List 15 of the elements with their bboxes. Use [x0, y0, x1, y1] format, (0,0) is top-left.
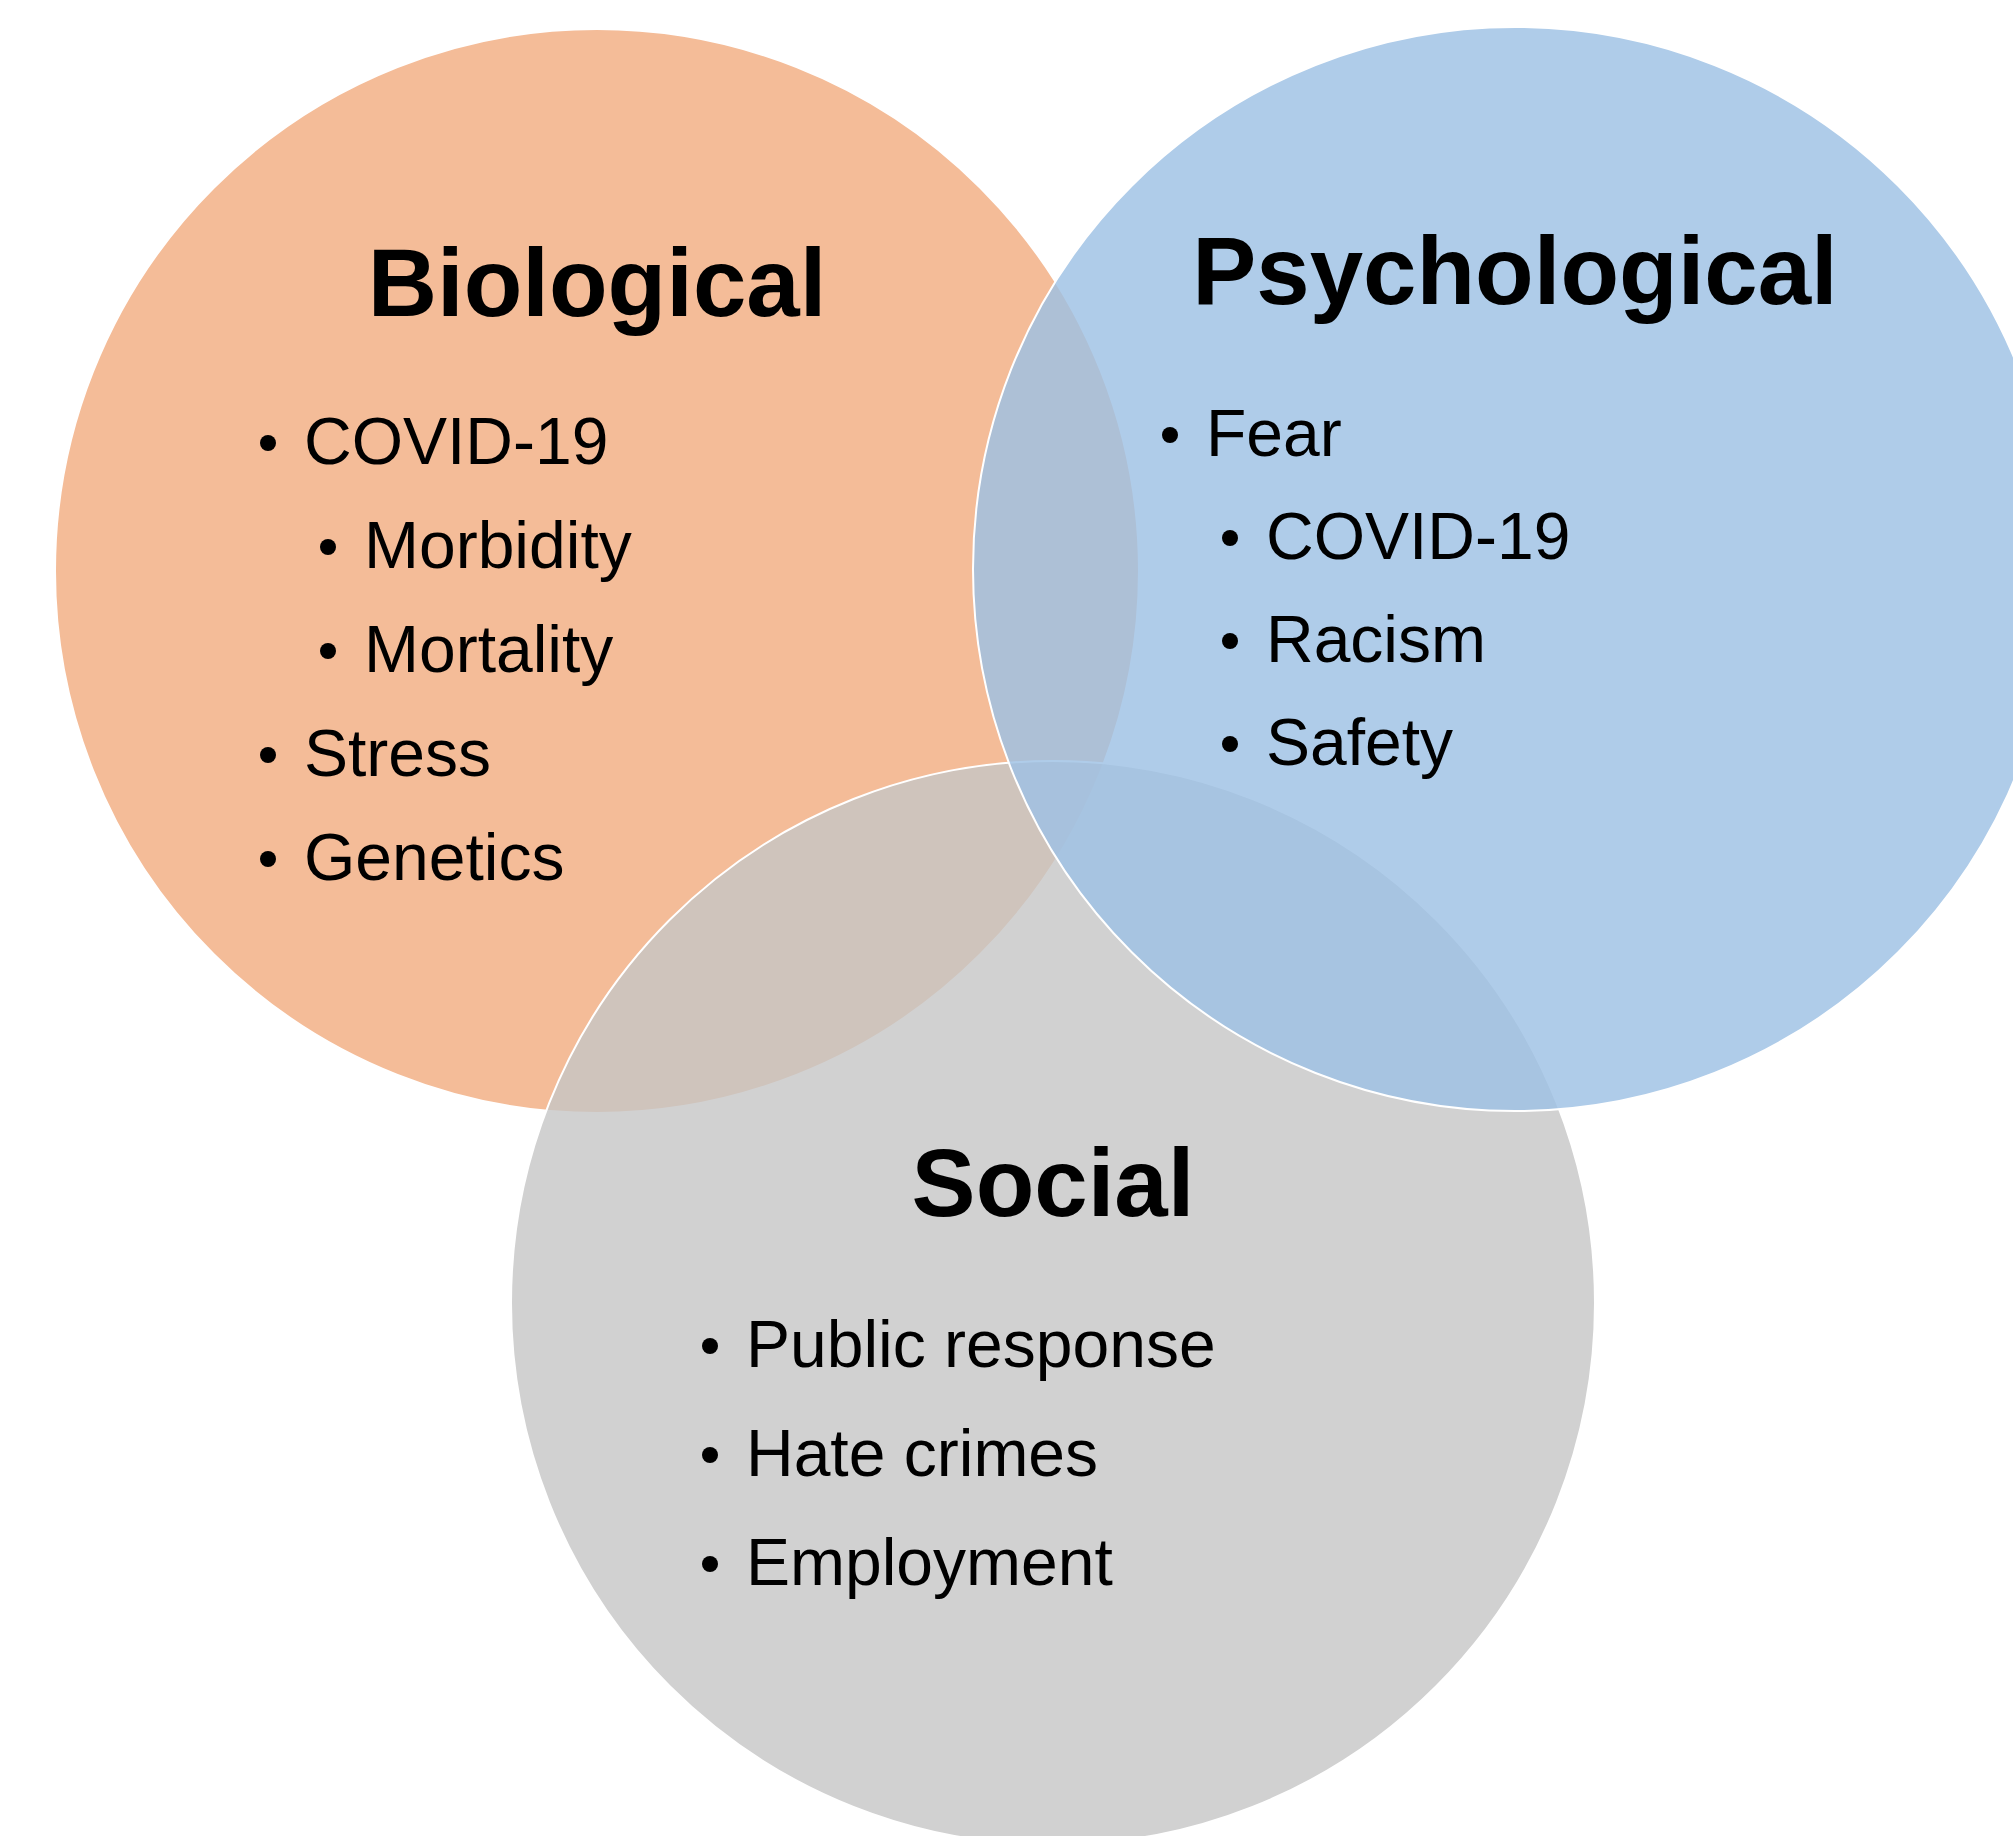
bullet-item: Mortality [364, 613, 614, 686]
bullet-item: COVID-19 [304, 405, 609, 478]
bullet-item: Stress [304, 717, 492, 790]
bullet-item: Employment [746, 1526, 1113, 1599]
bullet-item: Genetics [304, 821, 565, 894]
circle-heading: Social [911, 1130, 1195, 1236]
bullet-item: Fear [1206, 397, 1342, 470]
bullet-item: Safety [1266, 706, 1454, 779]
bullet-item: Racism [1266, 603, 1486, 676]
bullet-item: Morbidity [364, 509, 632, 582]
bullet-item: Hate crimes [746, 1417, 1099, 1490]
bullet-item: COVID-19 [1266, 500, 1571, 573]
bullet-item: Public response [746, 1308, 1216, 1381]
circle-heading: Psychological [1192, 218, 1838, 324]
circle-heading: Biological [367, 230, 827, 336]
